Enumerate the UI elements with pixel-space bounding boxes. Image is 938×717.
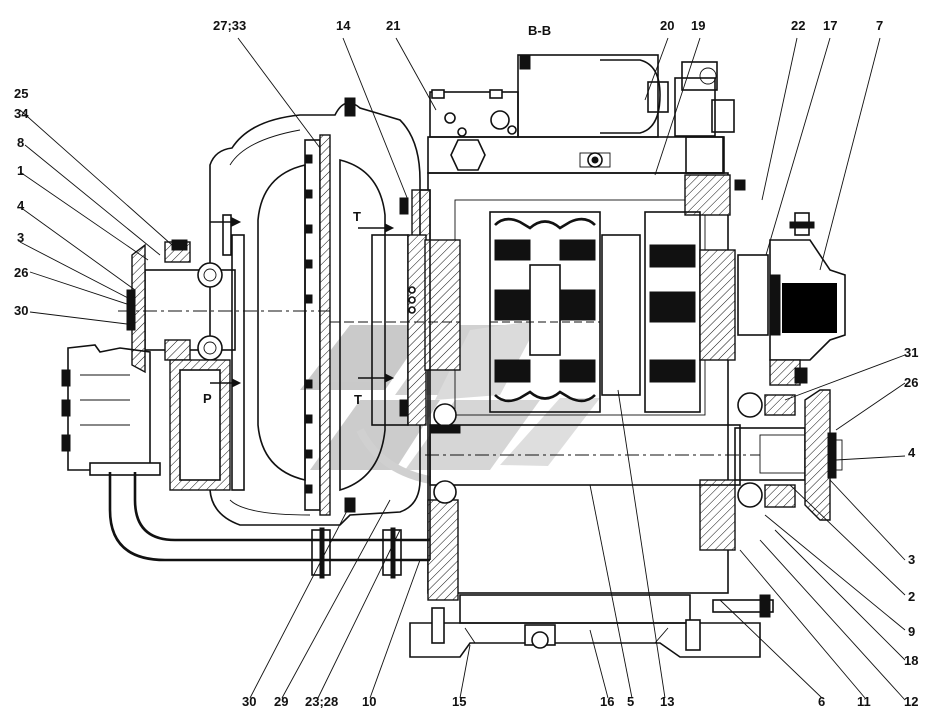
callout-labels: B-B 27;33 14 21 20 19 22 17 7 25 34 8 1 … [14, 18, 918, 709]
label-right-4: 2 [908, 589, 915, 604]
label-top-0: 27;33 [213, 18, 246, 33]
label-left-0: 25 [14, 86, 28, 101]
clutch-pack-right [601, 211, 736, 413]
label-right-2: 4 [908, 445, 916, 460]
flow-mark-t-upper: T [353, 209, 361, 224]
label-top-7: 7 [876, 18, 883, 33]
valve-block [427, 54, 735, 174]
label-left-5: 3 [17, 230, 24, 245]
label-bottom-0: 30 [242, 694, 256, 709]
label-left-3: 1 [17, 163, 24, 178]
label-bottom-2: 23;28 [305, 694, 338, 709]
leader-lines [19, 37, 906, 701]
label-bottom-4: 15 [452, 694, 466, 709]
label-bottom-8: 6 [818, 694, 825, 709]
flow-mark-t-lower: T [354, 392, 362, 407]
charge-pump [61, 344, 161, 476]
label-right-6: 18 [904, 653, 918, 668]
section-label: B-B [528, 23, 551, 38]
label-bottom-5: 16 [600, 694, 614, 709]
label-bottom-6: 5 [627, 694, 634, 709]
label-right-1: 26 [904, 375, 918, 390]
label-right-0: 31 [904, 345, 918, 360]
label-left-1: 34 [14, 106, 29, 121]
label-left-4: 4 [17, 198, 25, 213]
label-right-3: 3 [908, 552, 915, 567]
label-top-3: 20 [660, 18, 674, 33]
label-bottom-1: 29 [274, 694, 288, 709]
output-shaft [425, 389, 843, 521]
label-top-5: 22 [791, 18, 805, 33]
label-bottom-9: 11 [857, 694, 871, 709]
label-top-6: 17 [823, 18, 837, 33]
label-right-5: 9 [908, 624, 915, 639]
label-top-4: 19 [691, 18, 705, 33]
label-left-2: 8 [17, 135, 24, 150]
rear-pump [734, 179, 846, 386]
input-shaft-assembly [118, 239, 330, 491]
label-bottom-3: 10 [362, 694, 376, 709]
clutch-pack-left [489, 211, 601, 413]
label-left-6: 26 [14, 265, 28, 280]
label-top-1: 14 [336, 18, 351, 33]
label-bottom-7: 13 [660, 694, 674, 709]
label-top-2: 21 [386, 18, 400, 33]
label-right-7: 12 [904, 694, 918, 709]
flow-arrows [210, 217, 395, 388]
flow-mark-p: P [203, 391, 212, 406]
oil-pipes [108, 189, 431, 579]
label-left-7: 30 [14, 303, 28, 318]
